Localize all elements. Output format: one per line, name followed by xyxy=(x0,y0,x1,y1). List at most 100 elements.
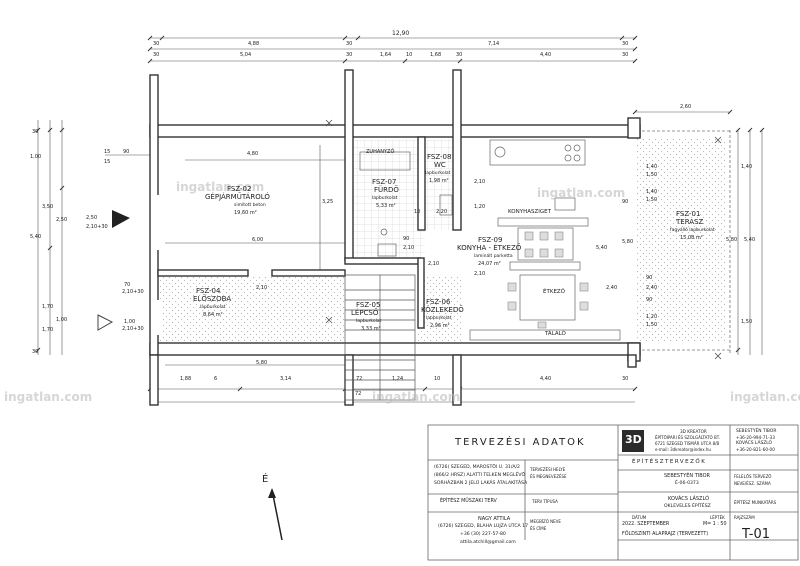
dim: 1,64 xyxy=(380,52,392,58)
dim: 5,40 xyxy=(744,237,756,243)
dim: 7,14 xyxy=(488,41,500,47)
dim: 2,10+30 xyxy=(86,224,108,230)
room-floor: fagyálló lapburkolat xyxy=(670,228,715,233)
watermark: ingatlan.com xyxy=(537,186,626,200)
room-code: FSZ-05 xyxy=(356,301,381,309)
north-arrow-icon xyxy=(268,488,283,541)
room-floor: lapburkolat xyxy=(426,316,452,321)
dim: 3,14 xyxy=(280,376,292,382)
room-name: KONYHA - ÉTKEZŐ xyxy=(457,244,522,252)
chairs xyxy=(507,231,589,329)
designer2-label: ÉPÍTÉSZ MUNKATÁRS xyxy=(734,500,777,505)
dim: 30 xyxy=(32,349,39,355)
dim: 2,10 xyxy=(474,179,486,185)
dim: 4,40 xyxy=(540,52,552,58)
dim: 1,50 xyxy=(646,172,658,178)
kitchen-furniture xyxy=(469,139,621,341)
walls xyxy=(149,69,641,406)
dim: 1,40 xyxy=(741,164,753,170)
dim: 10 xyxy=(414,209,421,215)
dim: 3,25 xyxy=(322,199,334,205)
designer2-name: KOVÁCS LÁSZLÓ xyxy=(668,496,710,502)
garage-door-arrow-icon xyxy=(112,210,130,228)
site-label: TERVEZÉSI HELYE xyxy=(530,467,566,472)
company-line: ÉPÍTŐIPARI ÉS SZOLGÁLTATÓ BT. xyxy=(655,435,720,440)
room-code: FSZ-09 xyxy=(478,236,503,244)
dim: 2,60 xyxy=(680,104,692,110)
dim: 2,40 xyxy=(646,285,658,291)
entrance-arrow-icon xyxy=(97,314,114,331)
plan-type-label: TERV TÍPUSA xyxy=(532,499,558,504)
dim: 4,88 xyxy=(248,41,260,47)
fixture-label: ZUHANYZÓ xyxy=(366,149,395,155)
dim: 72 xyxy=(356,376,363,382)
dim: 30 xyxy=(346,52,353,58)
dim: 1,50 xyxy=(646,197,658,203)
site-line: (866/2 HRSZ) ALATTI TELKEN MEGLÉVŐ xyxy=(434,473,526,478)
dim: 6,00 xyxy=(252,237,264,243)
dim: 5,40 xyxy=(30,234,42,240)
dim: 2,40 xyxy=(606,285,618,291)
dim: 30 xyxy=(32,129,39,135)
dim-total: 12,90 xyxy=(392,30,410,37)
room-name: LÉPCSŐ xyxy=(351,309,379,317)
dim: 30 xyxy=(622,41,629,47)
fixture-label: TÁLALÓ xyxy=(545,331,566,337)
room-floor: lapburkolat xyxy=(372,196,398,201)
contact-line: +36-20-821-60-00 xyxy=(736,447,775,452)
dim: 10 xyxy=(406,52,413,58)
dim: 72 xyxy=(355,391,362,397)
dim: 10 xyxy=(434,376,441,382)
fixture-label: ÉTKEZŐ xyxy=(543,289,566,295)
dim: 30 xyxy=(456,52,463,58)
dim: 2,50 xyxy=(86,215,98,221)
dim: 2,10 xyxy=(428,261,440,267)
dim: 1,50 xyxy=(646,322,658,328)
room-floor: lapburkolat xyxy=(425,171,451,176)
dim: 1,00 xyxy=(56,317,68,323)
room-area: 2,96 m² xyxy=(430,323,450,329)
designer1-id: É-06-0373 xyxy=(675,481,699,486)
contact-line: KOVÁCS LÁSZLÓ xyxy=(736,441,773,446)
dim: 1,20 xyxy=(474,204,486,210)
dim: 2,20 xyxy=(436,209,448,215)
dim: 15 xyxy=(104,159,111,165)
plan-type: ÉPÍTÉSZ MŰSZAKI TERV xyxy=(440,499,497,504)
scale-label: LÉPTÉK xyxy=(710,515,725,520)
client-name: NAGY ATTILA xyxy=(478,516,511,522)
dim: 4,80 xyxy=(247,151,259,157)
designer1-label: NEVE/ÉSZ. SZÁMA xyxy=(734,481,771,486)
date-value: 2022. SZEPTEMBER xyxy=(622,522,670,527)
room-area: 19,60 m² xyxy=(234,210,257,216)
room-code: FSZ-04 xyxy=(196,287,221,295)
dim: 2,10 xyxy=(474,271,486,277)
room-name: WC xyxy=(434,161,446,169)
dim: 2,10 xyxy=(256,285,268,291)
watermark: ingatlan.com xyxy=(4,390,93,404)
client-phone: +36 (30) 227-57-80 xyxy=(460,532,506,537)
dim: 1,70 xyxy=(42,304,54,310)
room-name: GÉPJÁRMŰTÁROLÓ xyxy=(205,193,270,201)
watermark: ingatlan.com xyxy=(730,390,800,404)
client-label: ÉS CÍME xyxy=(530,526,547,531)
dim: 90 xyxy=(646,275,653,281)
room-area: 1,98 m² xyxy=(429,178,449,184)
site-line: SORHÁZBAN 2 JELŰ LAKÁS ÁTALAKÍTÁSA xyxy=(434,481,528,486)
sheet-label: RAJZSZÁM xyxy=(734,515,755,520)
room-floor: laminált parketta xyxy=(474,254,513,259)
dim: 30 xyxy=(346,41,353,47)
dim: 30 xyxy=(153,52,160,58)
room-area: 24,07 m² xyxy=(478,261,501,267)
room-name: KÖZLEKEDŐ xyxy=(421,306,464,314)
dim: 5,40 xyxy=(596,245,608,251)
designer1-label: FELELŐS TERVEZŐ xyxy=(734,474,772,479)
company-line: e-mail: 3dkreator@index.hu xyxy=(655,447,711,452)
dim: 90 xyxy=(622,199,629,205)
room-code: FSZ-07 xyxy=(372,178,397,186)
dim: 30 xyxy=(622,52,629,58)
designers-heading: ÉPÍTÉSZTERVEZŐK xyxy=(632,459,707,465)
room-floor: lapburkolat xyxy=(200,305,226,310)
dim: 1,68 xyxy=(430,52,442,58)
dim: 15 xyxy=(104,149,111,155)
